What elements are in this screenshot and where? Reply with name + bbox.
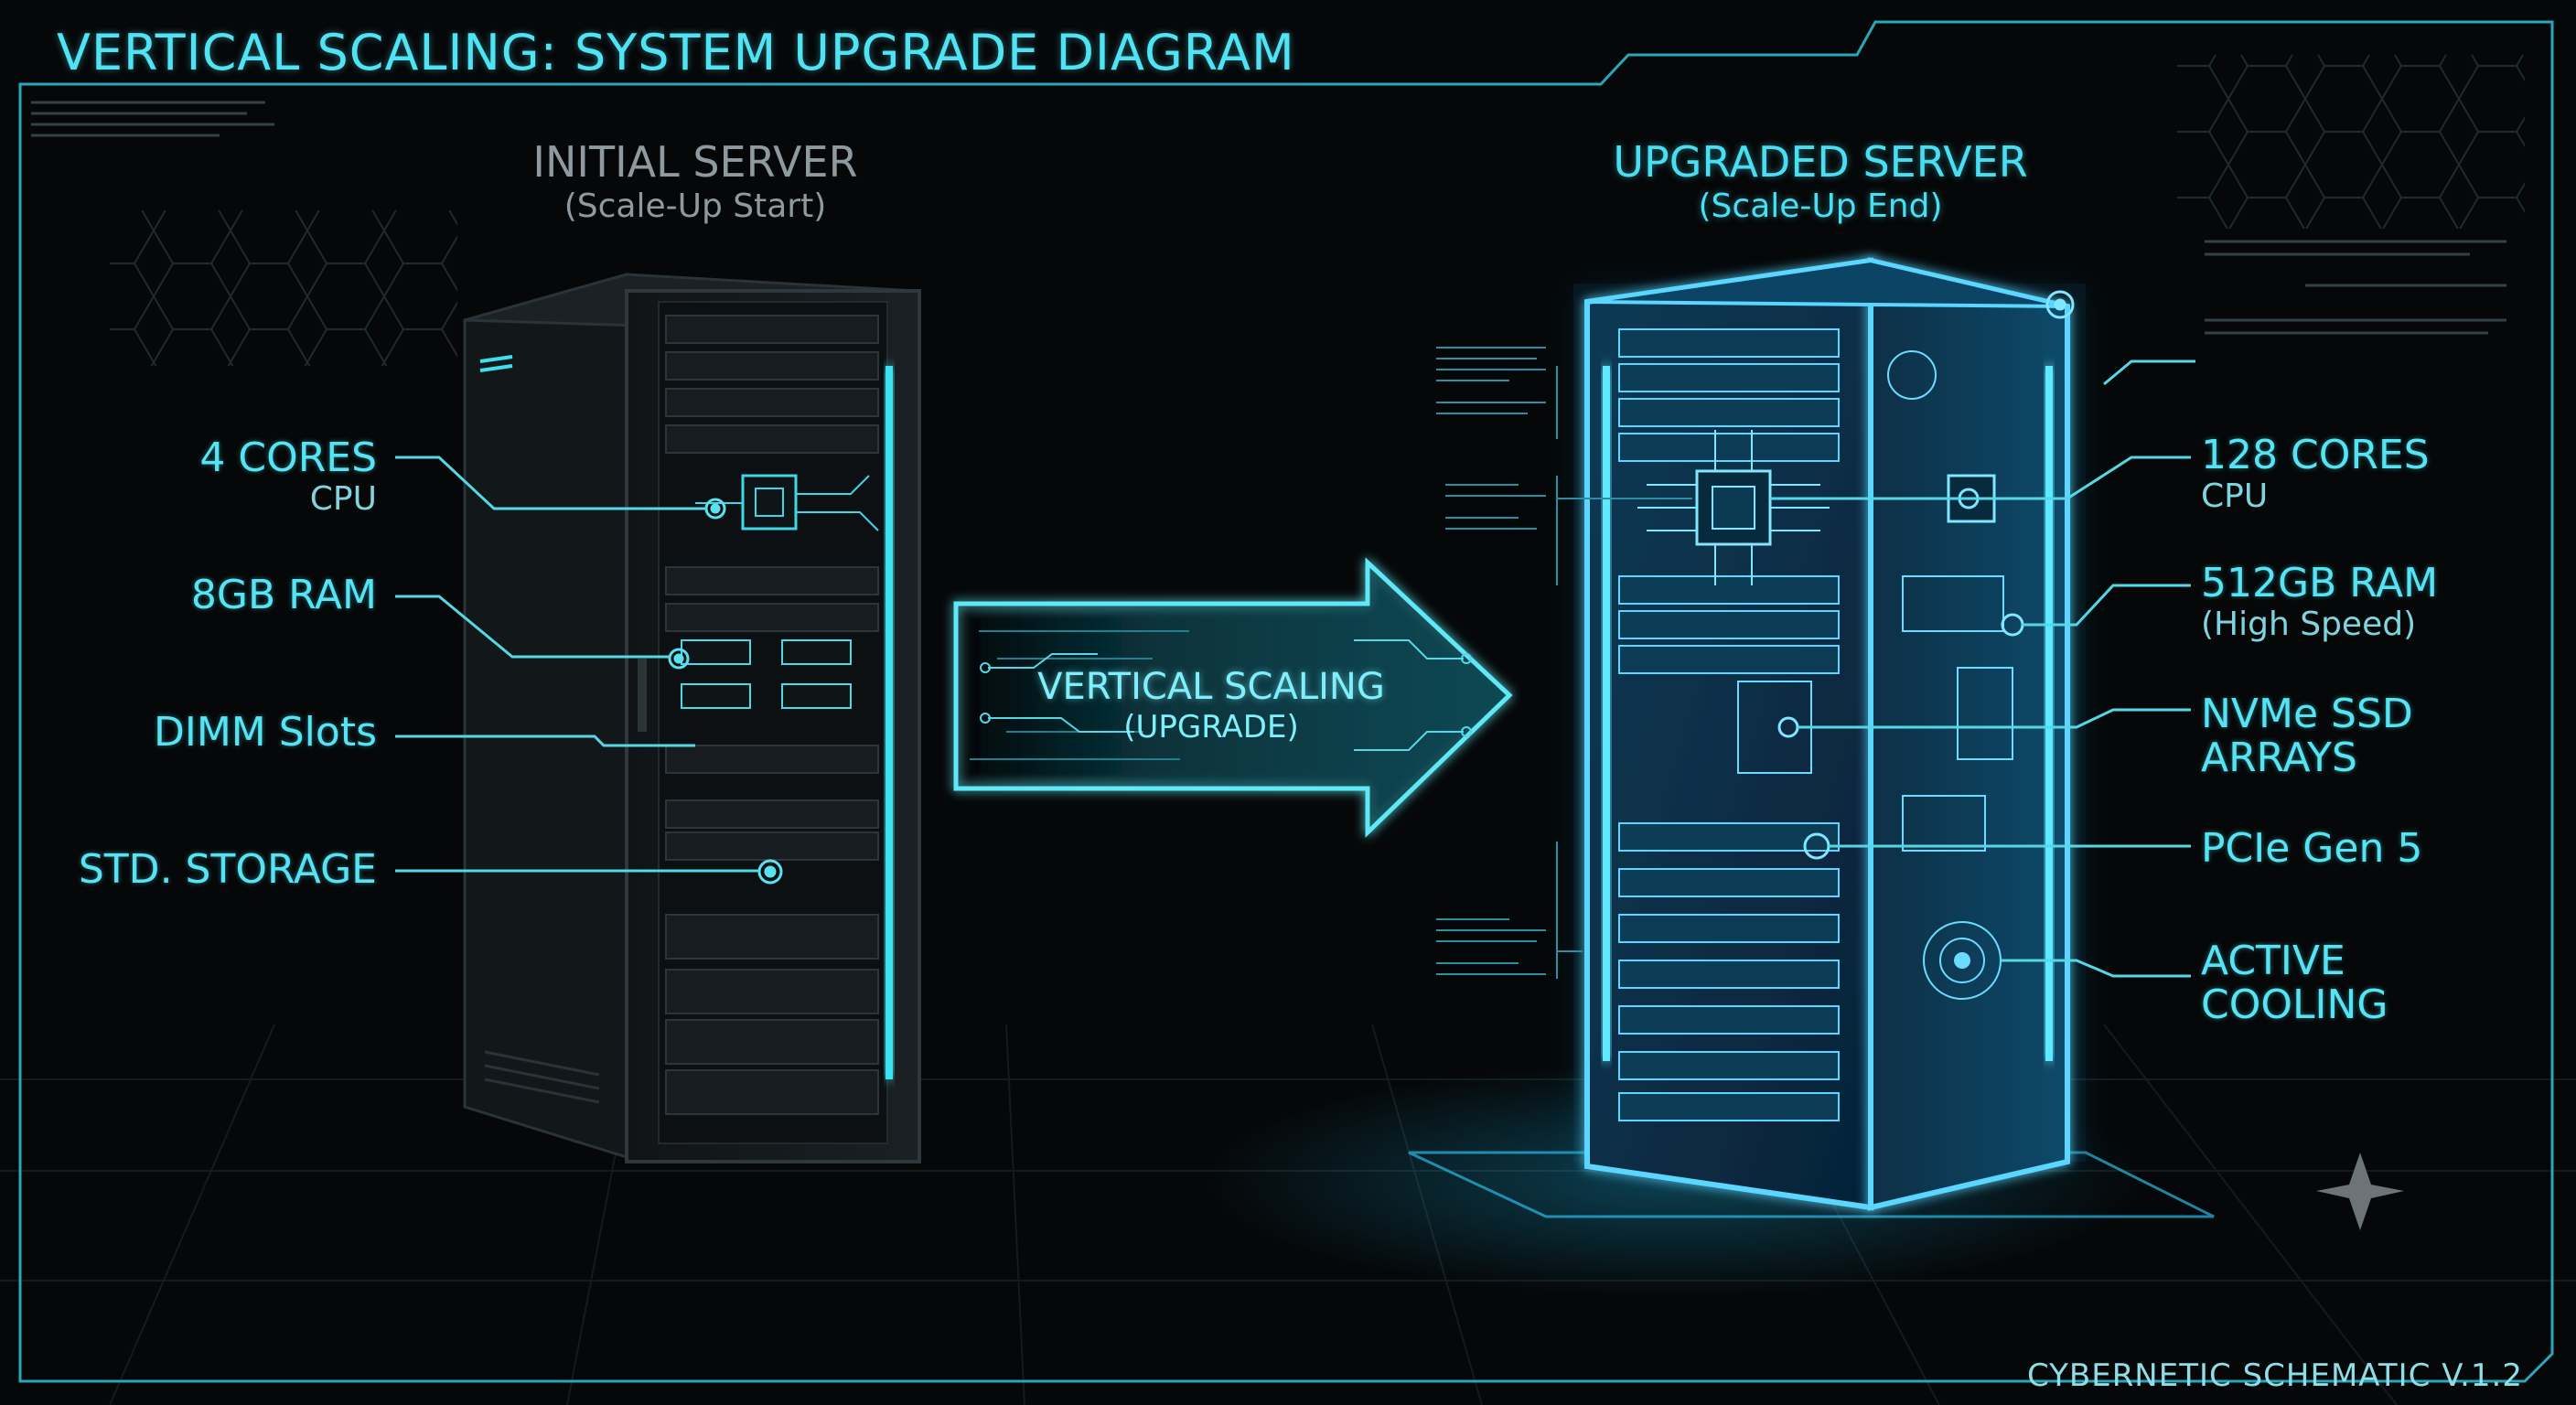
outer-frame	[18, 20, 2554, 1383]
rack-unit	[1618, 1051, 1840, 1080]
initial-server-subtitle: (Scale-Up Start)	[564, 188, 827, 225]
rack-unit	[1618, 328, 1840, 358]
initial-dimm-label: DIMM Slots	[153, 709, 377, 756]
rack-unit	[665, 603, 879, 632]
rack-unit	[665, 1069, 879, 1115]
upgraded-cpu-sublabel: CPU	[2201, 477, 2269, 515]
initial-cpu-chip	[695, 474, 879, 531]
upgraded-leader-lines	[1770, 359, 2195, 978]
rack-unit	[665, 351, 879, 381]
hex-pattern-right	[2177, 55, 2525, 229]
rack-unit	[665, 914, 879, 960]
initial-cpu-label: 4 CORES	[199, 434, 377, 481]
noise-text-left	[31, 101, 274, 137]
upgraded-rack-units	[1618, 328, 1840, 1121]
floor-grid	[0, 1024, 2576, 1405]
rack-unit	[1618, 868, 1840, 897]
sparkle-icon	[2316, 1153, 2404, 1230]
initial-cpu-sublabel: CPU	[309, 480, 377, 518]
upgraded-cpu-chip	[1637, 430, 1996, 585]
upgraded-pcie-label: PCIe Gen 5	[2201, 825, 2423, 872]
initial-server-title: INITIAL SERVER	[532, 137, 858, 187]
initial-dimm-modules	[681, 639, 852, 709]
upgraded-ssd-label-line2: ARRAYS	[2201, 735, 2357, 781]
rack-unit	[1618, 1005, 1840, 1035]
rack-unit	[665, 831, 879, 861]
upgraded-ram-sublabel: (High Speed)	[2201, 606, 2417, 643]
rack-unit	[1618, 610, 1840, 639]
upgraded-cooling-label-line2: COOLING	[2201, 981, 2388, 1028]
rack-unit	[1618, 433, 1840, 462]
rack-unit	[1618, 645, 1840, 674]
rack-unit	[1618, 363, 1840, 392]
arrow-label: VERTICAL SCALING	[1037, 666, 1385, 708]
rack-unit	[1618, 822, 1840, 852]
rack-unit	[665, 315, 879, 344]
rack-unit	[665, 424, 879, 454]
initial-storage-label: STD. STORAGE	[78, 846, 377, 893]
noise-text-right	[2205, 240, 2506, 335]
initial-rack-units	[665, 315, 879, 1115]
rack-unit	[1618, 1092, 1840, 1121]
upgraded-ram-label: 512GB RAM	[2201, 560, 2439, 606]
rack-unit	[1618, 960, 1840, 989]
hex-pattern-left	[110, 210, 457, 366]
upgraded-cpu-label: 128 CORES	[2201, 432, 2430, 478]
rack-unit	[665, 566, 879, 595]
rack-unit	[1618, 575, 1840, 605]
upgraded-server-subtitle: (Scale-Up End)	[1698, 188, 1943, 225]
rack-unit	[665, 969, 879, 1014]
arrow-sublabel: (UPGRADE)	[1123, 709, 1299, 745]
rack-unit	[1618, 914, 1840, 943]
footer-version: CYBERNETIC SCHEMATIC V.1.2	[2026, 1357, 2523, 1394]
upgraded-annotation-brackets	[1436, 347, 1692, 979]
rack-unit	[665, 1019, 879, 1065]
rack-unit	[665, 745, 879, 774]
rack-unit	[665, 799, 879, 829]
upgraded-ssd-label-line1: NVMe SSD	[2201, 691, 2413, 737]
upgraded-cooling-label-line1: ACTIVE	[2201, 938, 2345, 984]
initial-ram-label: 8GB RAM	[190, 572, 377, 618]
rack-unit	[665, 388, 879, 417]
page-title: VERTICAL SCALING: SYSTEM UPGRADE DIAGRAM	[57, 24, 1295, 81]
scaling-arrow	[953, 557, 1513, 838]
upgraded-server-title: UPGRADED SERVER	[1613, 137, 2028, 187]
initial-leader-lines	[395, 456, 759, 873]
rack-unit	[1618, 398, 1840, 427]
